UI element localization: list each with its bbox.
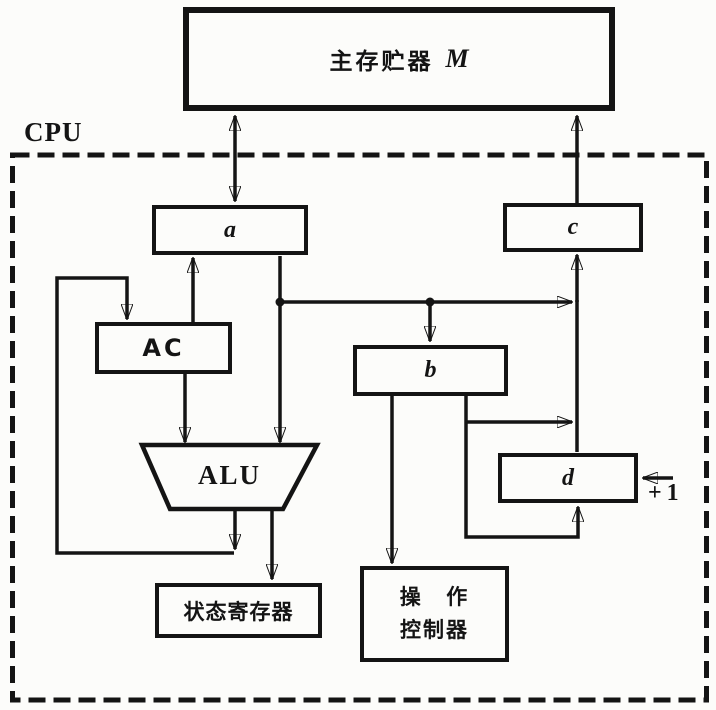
junction-dot-b-bus bbox=[425, 297, 435, 307]
block-register-c: c bbox=[503, 203, 643, 252]
operation-controller-label-line2: 控制器 bbox=[400, 619, 469, 642]
wire-feedback-ac bbox=[55, 276, 234, 555]
block-operation-controller: 操 作 控制器 bbox=[360, 566, 509, 662]
operation-controller-label-line1: 操 作 bbox=[399, 586, 470, 609]
main-memory-label: 主存贮器 bbox=[329, 48, 434, 74]
wire-register-b-register-d-loop bbox=[464, 396, 578, 539]
block-register-b: b bbox=[353, 345, 508, 396]
alu-label: ALU bbox=[197, 459, 261, 490]
block-register-d: d bbox=[498, 453, 638, 503]
block-status-register: 状态寄存器 bbox=[155, 583, 322, 638]
register-b-symbol: b bbox=[424, 357, 437, 383]
register-d-symbol: d bbox=[562, 464, 574, 491]
register-c-symbol: c bbox=[567, 214, 579, 240]
alu-trapezoid-shape bbox=[138, 442, 321, 512]
plus-one-label: +1 bbox=[648, 480, 684, 506]
block-accumulator: AC bbox=[95, 322, 232, 374]
junction-dot-a-bus bbox=[275, 297, 285, 307]
block-register-a: a bbox=[152, 205, 308, 255]
cpu-boundary-dashed-border bbox=[10, 152, 709, 703]
cpu-label: CPU bbox=[24, 117, 83, 147]
accumulator-label: AC bbox=[142, 334, 185, 362]
status-register-label: 状态寄存器 bbox=[183, 600, 294, 624]
register-a-symbol: a bbox=[224, 216, 236, 243]
block-main-memory: 主存贮器 M bbox=[183, 7, 615, 111]
main-memory-symbol: M bbox=[445, 44, 469, 73]
